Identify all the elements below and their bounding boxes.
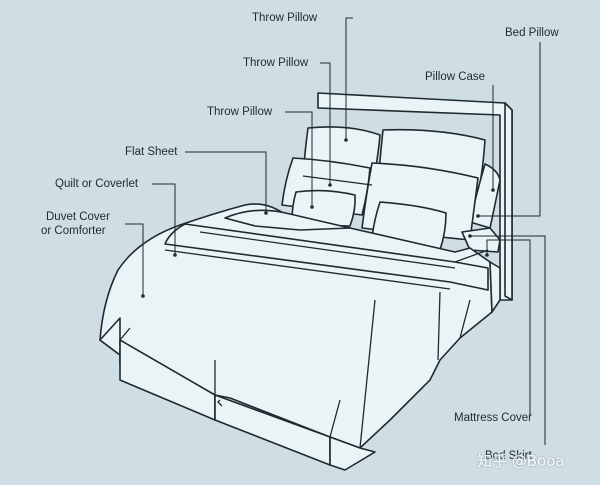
- duvet-side: [489, 261, 501, 313]
- label-throw-pillow-mid: Throw Pillow: [243, 57, 309, 69]
- label-pillow-case: Pillow Case: [425, 71, 486, 83]
- leader-duvet: [125, 223, 144, 296]
- leader-quilt: [152, 183, 176, 255]
- label-throw-pillow-top: Throw Pillow: [252, 12, 318, 24]
- throw-pillow-small-left: [291, 189, 356, 227]
- flat-sheet: [224, 209, 351, 231]
- headboard-side: [504, 102, 513, 301]
- bed-skirt-right: [329, 436, 376, 471]
- label-duvet-line2: or Comforter: [41, 225, 106, 237]
- label-quilt: Quilt or Coverlet: [55, 178, 139, 190]
- leader-bed-skirt: [470, 235, 546, 445]
- label-bed-skirt: Bed Skirt: [485, 450, 532, 462]
- leader-throw-pillow-low: [285, 111, 313, 207]
- leader-throw-pillow-mid: [320, 62, 331, 185]
- mattress-top-right: [461, 227, 501, 253]
- leader-throw-pillow-top: [345, 17, 353, 140]
- label-throw-pillow-low: Throw Pillow: [207, 106, 273, 118]
- label-bed-pillow: Bed Pillow: [505, 27, 559, 39]
- label-duvet-line1: Duvet Cover: [46, 211, 110, 223]
- label-flat-sheet: Flat Sheet: [125, 146, 178, 158]
- label-mattress-cover: Mattress Cover: [454, 412, 532, 424]
- leader-mattress-cover: [486, 239, 531, 415]
- leader-flat-sheet: [185, 151, 267, 213]
- quilt-band: [164, 223, 489, 291]
- watermark: 知乎 @Booa: [477, 452, 565, 470]
- leader-bed-pillow: [478, 42, 541, 217]
